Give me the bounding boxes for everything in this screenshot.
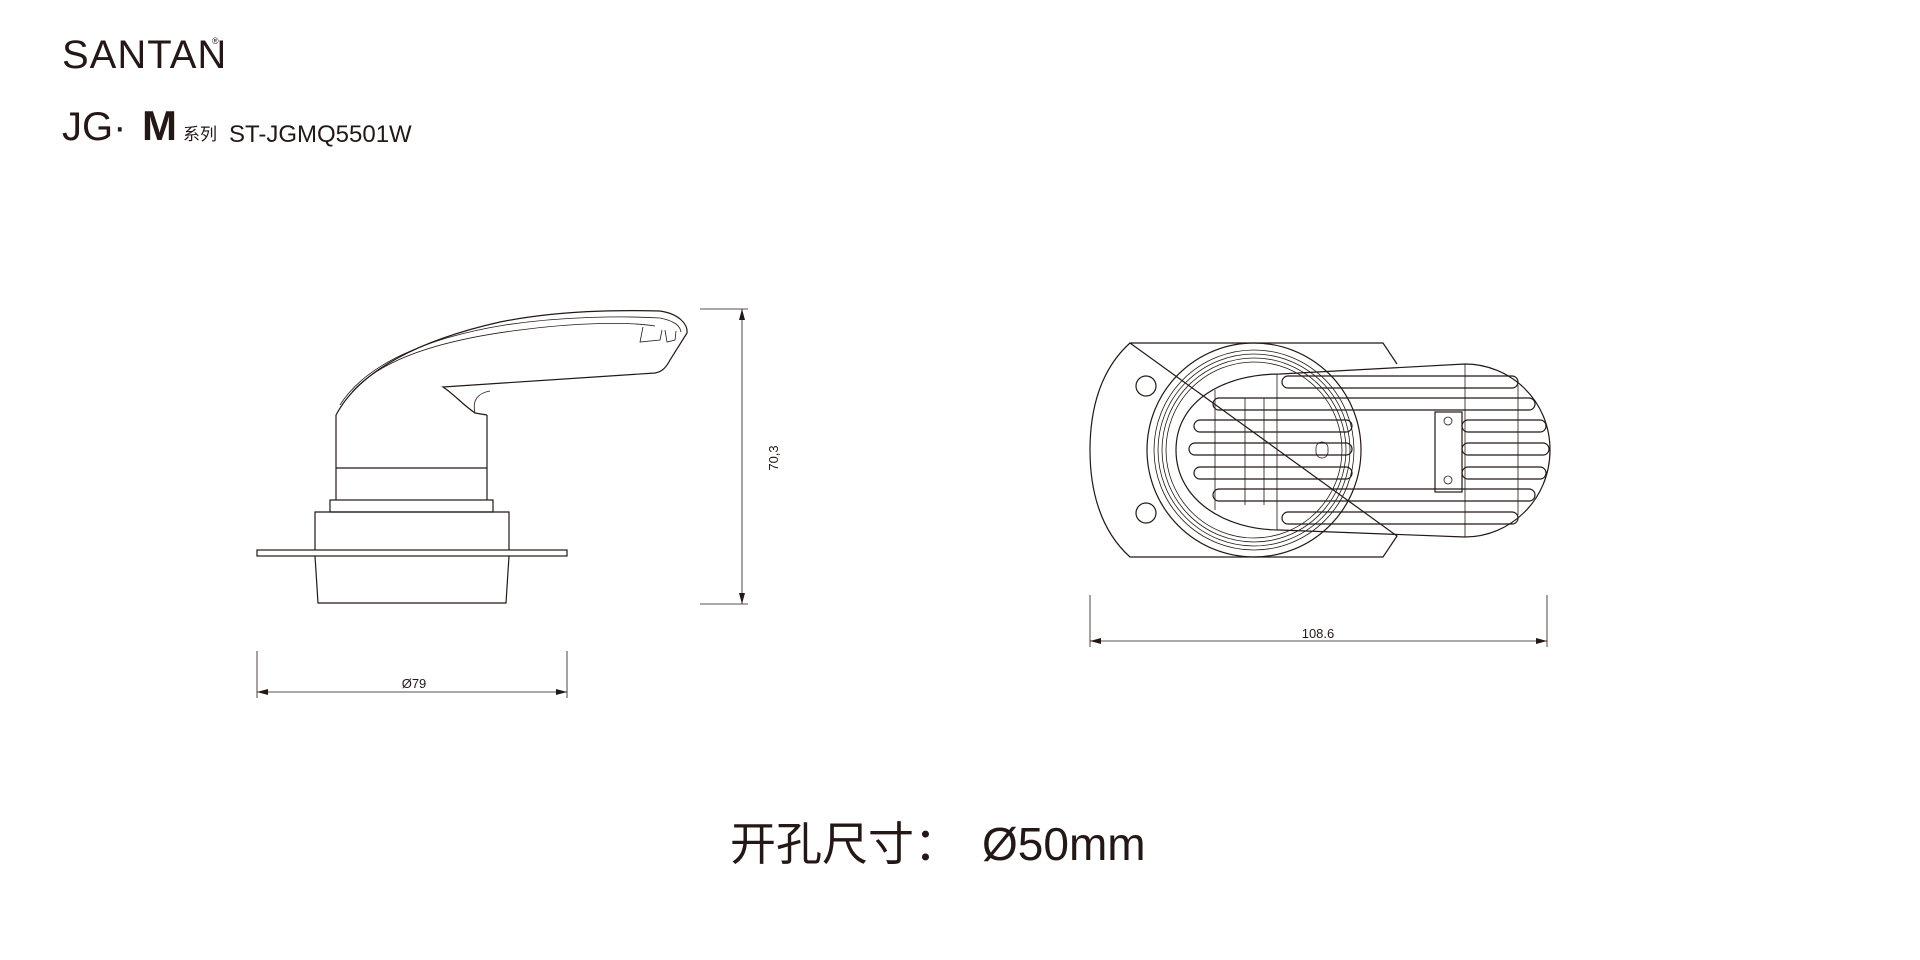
flange bbox=[256, 549, 568, 557]
cutout-label: 开孔尺寸： bbox=[730, 818, 960, 870]
ring bbox=[329, 499, 494, 513]
screw-hole bbox=[1443, 416, 1453, 426]
head-vents bbox=[639, 326, 677, 343]
screw-hole bbox=[1443, 475, 1453, 485]
cutout-value: Ø50mm bbox=[982, 818, 1146, 870]
series-prefix: JG· bbox=[62, 105, 126, 149]
diameter-dimension-label: Ø79 bbox=[402, 676, 427, 691]
head-fins bbox=[339, 316, 682, 406]
neck bbox=[335, 415, 488, 500]
series-title: JG· M 系列 ST-JGMQ5501W bbox=[62, 102, 412, 149]
inner-ring bbox=[1161, 357, 1347, 543]
inner-ring bbox=[1165, 361, 1343, 539]
cutout-size: 开孔尺寸： Ø50mm bbox=[730, 818, 1146, 870]
head-notch bbox=[473, 390, 491, 414]
top-view: 108.6 bbox=[1089, 342, 1551, 647]
model-number: ST-JGMQ5501W bbox=[229, 121, 412, 148]
length-dimension-label: 108.6 bbox=[1302, 626, 1335, 641]
height-dimension-label: 70,3 bbox=[766, 445, 781, 470]
diameter-dimension-line bbox=[256, 651, 568, 698]
mounting-plate bbox=[1089, 342, 1398, 558]
handle-dividers bbox=[1214, 364, 1519, 537]
brand-logo-text: SANTAN bbox=[62, 33, 227, 77]
length-dimension-line bbox=[1089, 595, 1548, 647]
height-dimension-line bbox=[700, 308, 748, 605]
slot bbox=[1315, 441, 1329, 459]
series-suffix: 系列 bbox=[183, 125, 217, 144]
screw-hole bbox=[1135, 502, 1157, 524]
outer-ring bbox=[1146, 342, 1362, 558]
lower-body bbox=[314, 511, 510, 604]
screw-hole bbox=[1135, 375, 1157, 397]
brand-logo: SANTAN ® bbox=[62, 33, 227, 77]
driver-plate bbox=[1434, 411, 1463, 493]
registered-mark: ® bbox=[212, 36, 219, 46]
side-view: 70,3 Ø79 bbox=[256, 308, 781, 698]
inner-ring bbox=[1153, 349, 1355, 551]
cooling-fins bbox=[1188, 375, 1550, 525]
head bbox=[335, 310, 688, 416]
inner-ring bbox=[1157, 353, 1351, 547]
series-m: M bbox=[142, 102, 177, 149]
